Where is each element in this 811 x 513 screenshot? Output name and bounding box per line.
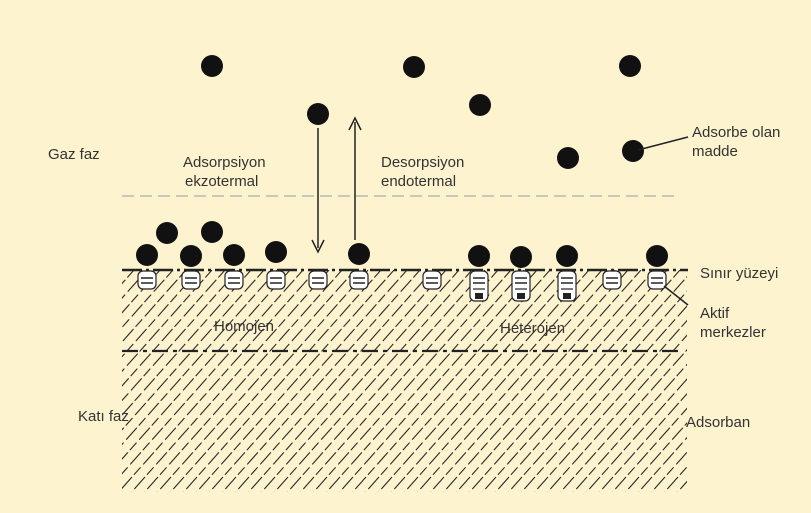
adsorbate-label-line2: madde [692, 143, 738, 161]
molecule [265, 241, 287, 263]
active-centers-label-line2: merkezler [700, 324, 766, 342]
molecule [307, 103, 329, 125]
homogeneous-site [182, 271, 200, 289]
molecule [223, 244, 245, 266]
molecule [557, 147, 579, 169]
homogeneous-label: Homojen [214, 318, 274, 336]
active-centers-label-line1: Aktif [700, 305, 729, 323]
molecule [201, 55, 223, 77]
adsorption-arrow [312, 128, 324, 252]
desorption-label-line1: Desorpsiyon [381, 154, 464, 172]
molecule [156, 222, 178, 244]
adsorbent-label: Adsorban [686, 414, 750, 432]
homogeneous-site [648, 271, 666, 289]
molecule [646, 245, 668, 267]
solid-phase-label: Katı faz [78, 408, 129, 426]
molecule [348, 243, 370, 265]
molecule [468, 245, 490, 267]
solid-phase-hatching [0, 270, 811, 495]
molecule [619, 55, 641, 77]
desorption-label-line2: endotermal [381, 173, 456, 191]
adsorption-label-line1: Adsorpsiyon [183, 154, 266, 172]
adsorption-label-line2: ekzotermal [185, 173, 258, 191]
homogeneous-site [603, 271, 621, 289]
molecule [622, 140, 644, 162]
molecule [201, 221, 223, 243]
homogeneous-site [423, 271, 441, 289]
adsorbate-leader-line [638, 137, 688, 150]
molecule [403, 56, 425, 78]
molecule [556, 245, 578, 267]
homogeneous-site [350, 271, 368, 289]
interface-label: Sınır yüzeyi [700, 265, 778, 283]
molecule [136, 244, 158, 266]
molecule [469, 94, 491, 116]
homogeneous-site [138, 271, 156, 289]
desorption-arrow [349, 118, 361, 240]
molecule [510, 246, 532, 268]
homogeneous-site [309, 271, 327, 289]
heterogeneous-site [470, 271, 488, 301]
heterogeneous-site [558, 271, 576, 301]
heterogeneous-label: Heterojen [500, 320, 565, 338]
adsorbate-label-line1: Adsorbe olan [692, 124, 780, 142]
homogeneous-site [267, 271, 285, 289]
gas-phase-label: Gaz faz [48, 146, 100, 164]
homogeneous-site [225, 271, 243, 289]
molecule [180, 245, 202, 267]
heterogeneous-site [512, 271, 530, 301]
